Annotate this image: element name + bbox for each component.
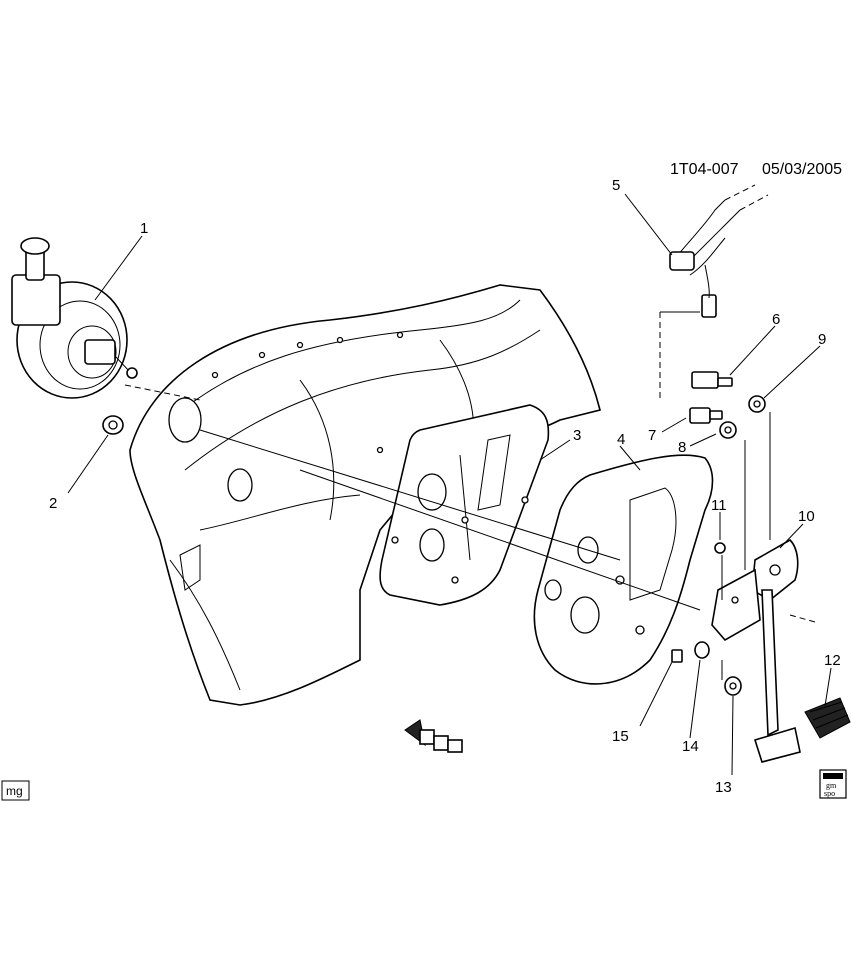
callout-labels: 1 2 3 4 5 6 7 8 9 10 11 12 13 14 15 — [49, 177, 841, 796]
assembly-lines — [124, 311, 816, 680]
switch-retainer — [719, 421, 737, 439]
callout-2: 2 — [49, 495, 57, 512]
callout-9: 9 — [818, 331, 826, 348]
callout-1: 1 — [140, 220, 148, 237]
pedal-bushing — [694, 641, 710, 659]
callout-5: 5 — [612, 177, 620, 194]
callout-14: 14 — [682, 738, 699, 755]
pedal-nut — [748, 395, 766, 413]
reinforcement-plate — [379, 404, 550, 606]
callout-12: 12 — [824, 652, 841, 669]
callout-3: 3 — [573, 427, 581, 444]
callout-8: 8 — [678, 439, 686, 456]
callout-4: 4 — [617, 431, 625, 448]
pedal-pad — [804, 697, 851, 739]
wiring-harness — [669, 184, 769, 318]
brake-pedal-assembly — [711, 539, 801, 763]
callout-7: 7 — [648, 427, 656, 444]
logo-text-gm: gm — [826, 781, 837, 790]
gm-spo-logo: gm spo — [819, 769, 847, 799]
callout-6: 6 — [772, 311, 780, 328]
callout-15: 15 — [612, 728, 629, 745]
dash-insulator — [533, 454, 714, 685]
logo-text-spo: spo — [824, 789, 835, 798]
diagram-code: 1T04-007 — [670, 161, 739, 178]
retainer-clip — [671, 649, 683, 663]
lower-nut — [724, 676, 742, 696]
callout-11: 11 — [711, 497, 727, 514]
callout-leaders — [67, 193, 832, 776]
front-arrow-icon — [404, 719, 463, 753]
booster-nut — [102, 415, 124, 435]
corner-tag-text: mg — [6, 784, 23, 798]
diagram-date: 05/03/2005 — [762, 161, 842, 178]
corner-tag: mg — [1, 780, 30, 801]
firewall-body — [129, 284, 601, 706]
brake-booster — [11, 237, 138, 399]
callout-10: 10 — [798, 508, 815, 525]
pedal-bolt — [714, 542, 726, 554]
brake-switch — [689, 407, 723, 424]
callout-13: 13 — [715, 779, 732, 796]
stop-lamp-switch — [691, 371, 733, 389]
